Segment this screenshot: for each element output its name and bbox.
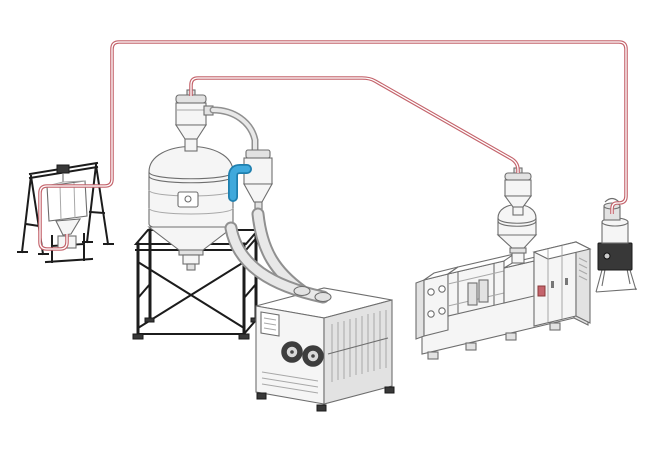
- loader-lid: [175, 94, 207, 104]
- hopper-cone: [147, 226, 235, 251]
- cyclone-cap: [245, 149, 271, 159]
- loader-body: [175, 102, 207, 126]
- dryer-foot: [316, 404, 327, 412]
- platen-left-face: [415, 279, 425, 340]
- machine-foot: [505, 332, 517, 341]
- hopper-loader: [174, 89, 214, 152]
- platen-front-face: [423, 273, 449, 337]
- dryer-air-port: [293, 285, 311, 297]
- injection-molding-machine: [415, 167, 592, 360]
- bag-loops: [46, 180, 86, 221]
- dryer-foot: [256, 392, 267, 400]
- machine-foot: [465, 342, 477, 351]
- receiver-neck: [511, 252, 525, 264]
- machine-hopper-receiver: [496, 167, 538, 264]
- loader-cone: [174, 124, 208, 140]
- hopper-access-door: [177, 191, 199, 208]
- receiver-loader-neck: [512, 206, 524, 216]
- hopper-body: [148, 146, 234, 232]
- cyclone-dust-separator: [243, 149, 273, 218]
- receiver-loader-lid: [504, 172, 532, 181]
- process-air-hoses: [231, 214, 332, 303]
- conveying-pipe-1-inner: [39, 41, 627, 250]
- hopper-outlet: [186, 263, 196, 271]
- dryer-right-face: [323, 299, 393, 405]
- stand-braces: [136, 260, 258, 336]
- dryer-foot: [384, 386, 395, 394]
- stand-legs: [136, 228, 258, 336]
- cyclone-cone: [243, 183, 273, 203]
- cabinet-door-handle: [551, 281, 554, 288]
- hopper-flange: [178, 249, 204, 256]
- hoist-trolley: [56, 164, 70, 174]
- machine-foot: [427, 351, 439, 360]
- stand-foot: [132, 333, 144, 340]
- cabinet-badge: [537, 285, 546, 297]
- machine-foot: [549, 322, 561, 331]
- tie-bar-end: [438, 307, 446, 315]
- vacuum-loader: [595, 197, 638, 293]
- receiver-cone: [496, 234, 538, 249]
- loader-neck: [184, 138, 198, 152]
- vacuum-loader-handle: [604, 197, 620, 203]
- tie-bar-end: [427, 288, 435, 296]
- bag-discharge-funnel: [55, 218, 82, 236]
- gantry-right-a-frame: [82, 163, 114, 246]
- stand-foot: [144, 317, 155, 323]
- receiver-loader-body: [504, 179, 532, 197]
- stand-foot: [238, 333, 250, 340]
- material-conveying-line-2: [189, 76, 520, 175]
- dryer-gauge-right-dot: [311, 354, 315, 358]
- vacuum-loader-indicator: [603, 252, 611, 260]
- big-bag-unloading-station: [17, 161, 114, 264]
- gantry-left-a-frame: [17, 174, 49, 256]
- conveying-pipe-2-outline: [189, 76, 520, 175]
- dryer-side-divider: [327, 337, 389, 355]
- mold-half: [478, 279, 489, 303]
- tie-bar-end: [427, 310, 435, 318]
- hopper-discharge: [182, 254, 200, 265]
- control-cabinet-side: [575, 241, 591, 324]
- conveying-pipe-1-outline: [38, 40, 628, 251]
- vacuum-loader-base: [597, 242, 633, 271]
- desiccant-dryer: [255, 287, 395, 412]
- cabinet-door-handle: [565, 278, 568, 285]
- vacuum-loader-legs: [595, 263, 638, 293]
- receiver-flange: [509, 247, 527, 254]
- conveying-pipe-2-inner: [190, 77, 519, 174]
- receiver-rim-lines: [497, 217, 537, 227]
- tie-bar-end: [438, 285, 446, 293]
- dryer-gauge-left-dot: [290, 350, 294, 354]
- drying-hopper-station: [132, 89, 273, 340]
- mold-half: [467, 282, 478, 306]
- bulk-bag: [46, 180, 88, 222]
- dryer-front-grill: [261, 371, 319, 394]
- hopper-sight-glass: [184, 195, 192, 203]
- dryer-panel-lines: [263, 317, 277, 331]
- cabinet-side-vents: [578, 257, 588, 281]
- clamp-columns: [457, 263, 495, 313]
- material-conveying-line-1: [38, 40, 628, 251]
- cabinet-door-lines: [547, 246, 563, 322]
- dryer-air-port: [314, 291, 332, 303]
